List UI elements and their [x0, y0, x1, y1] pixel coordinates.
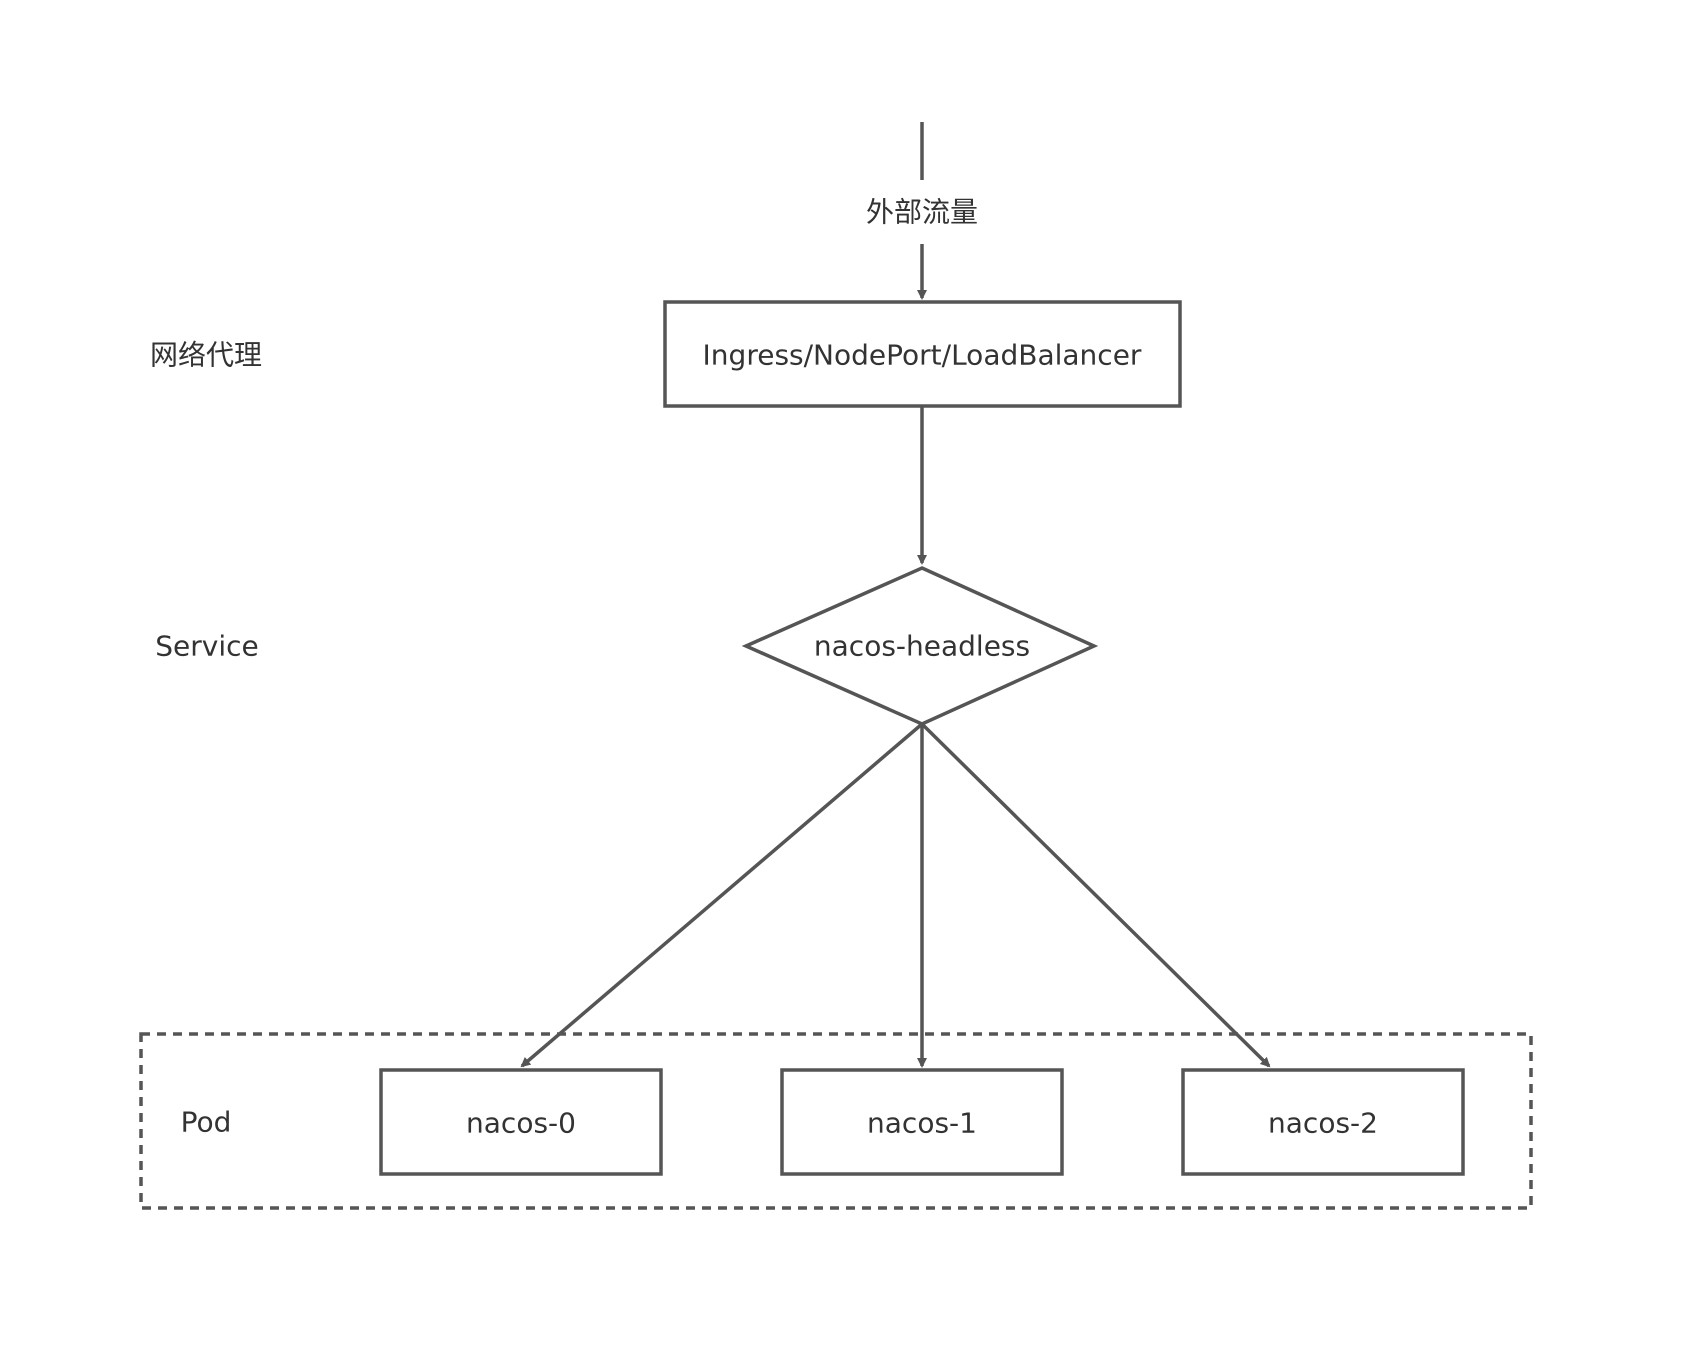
pod-node-box — [379, 1068, 663, 1176]
pod-node-label: nacos-1 — [867, 1107, 977, 1140]
pod-group-boundary — [139, 1032, 1533, 1210]
service-to-nacos-0-arrow — [520, 722, 924, 1068]
pod-node-box — [1181, 1068, 1465, 1176]
pod-node-box — [780, 1068, 1064, 1176]
service-to-nacos-2-arrow — [920, 722, 1271, 1068]
layer-label-pod: Pod — [181, 1106, 232, 1139]
ingress-node-label: Ingress/NodePort/LoadBalancer — [703, 339, 1142, 372]
headless-service-diamond — [741, 566, 1099, 726]
pod-node-label: nacos-0 — [466, 1107, 576, 1140]
headless-service-label: nacos-headless — [814, 630, 1030, 663]
ingress-node-box — [663, 300, 1182, 408]
layer-label-proxy: 网络代理 — [150, 339, 262, 372]
pod-node-label: nacos-2 — [1268, 1107, 1378, 1140]
external-traffic-label: 外部流量 — [866, 196, 978, 229]
layer-label-service: Service — [155, 630, 258, 663]
